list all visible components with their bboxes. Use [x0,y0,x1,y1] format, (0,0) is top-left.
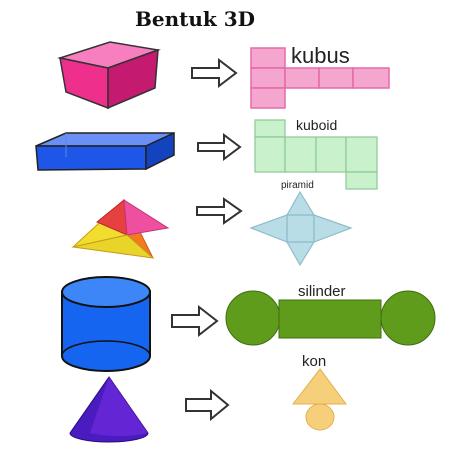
cuboid-shape [35,131,175,171]
kon-label: kon [302,353,327,370]
kuboid-label: kuboid [296,117,338,133]
pyramid-net [249,190,353,267]
cube-net [250,47,390,109]
cone-shape [69,376,149,443]
cuboid-net [254,119,378,190]
kubus-label: kubus [291,43,350,68]
cube-shape [57,41,161,110]
arrow-icon [185,388,230,422]
silinder-label: silinder [298,283,346,300]
cone-net [291,368,347,431]
cylinder-net [225,290,436,346]
pyramid-shape [71,198,170,259]
arrow-icon [196,197,243,225]
piramid-label: piramid [281,180,314,191]
arrow-icon [191,57,238,89]
arrow-icon [197,133,242,161]
cylinder-shape [61,276,151,372]
page-title: Bentuk 3D [134,7,256,31]
arrow-icon [171,304,219,338]
